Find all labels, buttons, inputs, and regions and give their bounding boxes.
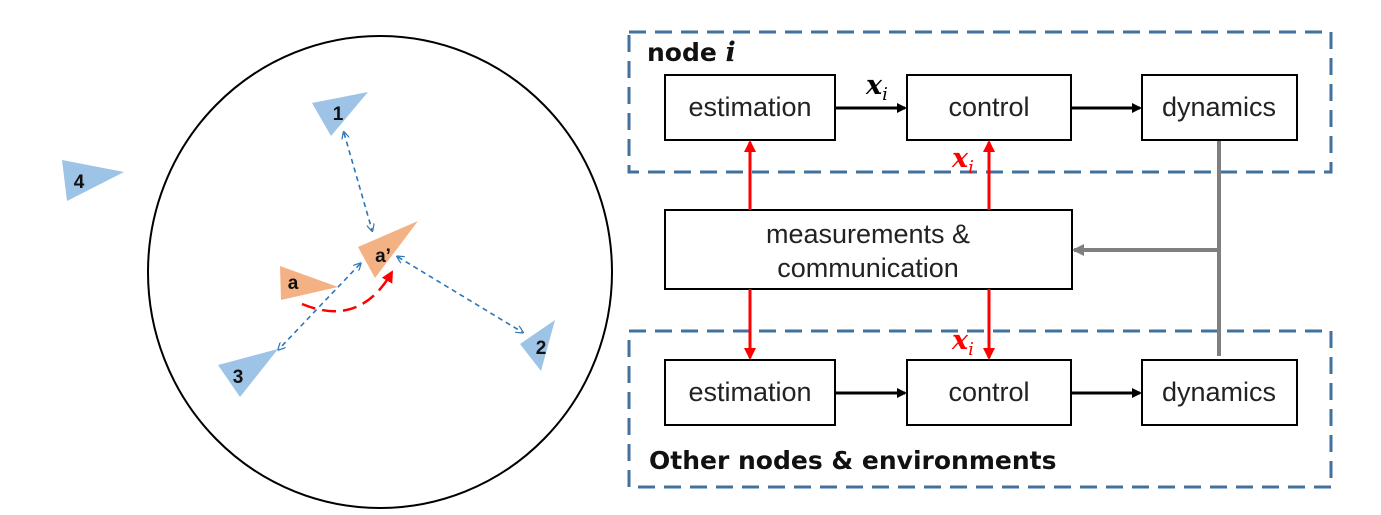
agent-4: 4 (62, 160, 124, 201)
other-nodes-title: Other nodes & environments (649, 446, 1056, 475)
agent-a-prime-label: a’ (375, 246, 391, 267)
motion-arrow-a-to-a-prime (301, 270, 394, 313)
bottom-dynamics-label: dynamics (1162, 377, 1276, 407)
lower-xi-label: xi (951, 325, 974, 360)
top-estimation-label: estimation (688, 92, 811, 122)
agent-1-label: 1 (333, 104, 344, 125)
agent-a-label: a (288, 273, 299, 294)
node-i-frame (627, 30, 1333, 174)
right-panel: node i Other nodes & environments estima… (627, 30, 1333, 489)
agent-a: a (280, 266, 338, 300)
link-1-to-a-prime (344, 133, 372, 230)
bottom-dynamics-box: dynamics (1141, 359, 1298, 426)
neighborhood-circle (147, 35, 613, 509)
link-a-prime-to-3 (279, 264, 360, 349)
top-dynamics-box: dynamics (1141, 74, 1298, 141)
other-nodes-frame (627, 329, 1333, 489)
left-panel: 1 4 2 3 a a’ (62, 35, 613, 509)
agent-a-prime: a’ (358, 221, 418, 278)
measurements-communication-box: measurements & communication (664, 209, 1073, 290)
agent-3-label: 3 (233, 367, 244, 388)
bottom-control-label: control (948, 377, 1029, 407)
agent-3: 3 (218, 349, 278, 397)
agent-1: 1 (312, 92, 368, 136)
agent-2-label: 2 (536, 338, 547, 359)
top-xi-label: xi (865, 70, 888, 105)
middle-xi-label: xi (951, 143, 974, 178)
top-control-box: control (906, 74, 1072, 141)
agent-4-label: 4 (74, 172, 85, 193)
link-a-prime-to-2 (398, 257, 522, 332)
node-i-title: node i (647, 37, 736, 68)
measurements-line2: communication (777, 253, 959, 283)
measurements-line1: measurements & (766, 219, 970, 249)
top-dynamics-label: dynamics (1162, 92, 1276, 122)
top-control-label: control (948, 92, 1029, 122)
agent-2: 2 (520, 320, 555, 371)
bottom-control-box: control (906, 359, 1072, 426)
bottom-estimation-box: estimation (664, 359, 836, 426)
top-estimation-box: estimation (664, 74, 836, 141)
bottom-estimation-label: estimation (688, 377, 811, 407)
